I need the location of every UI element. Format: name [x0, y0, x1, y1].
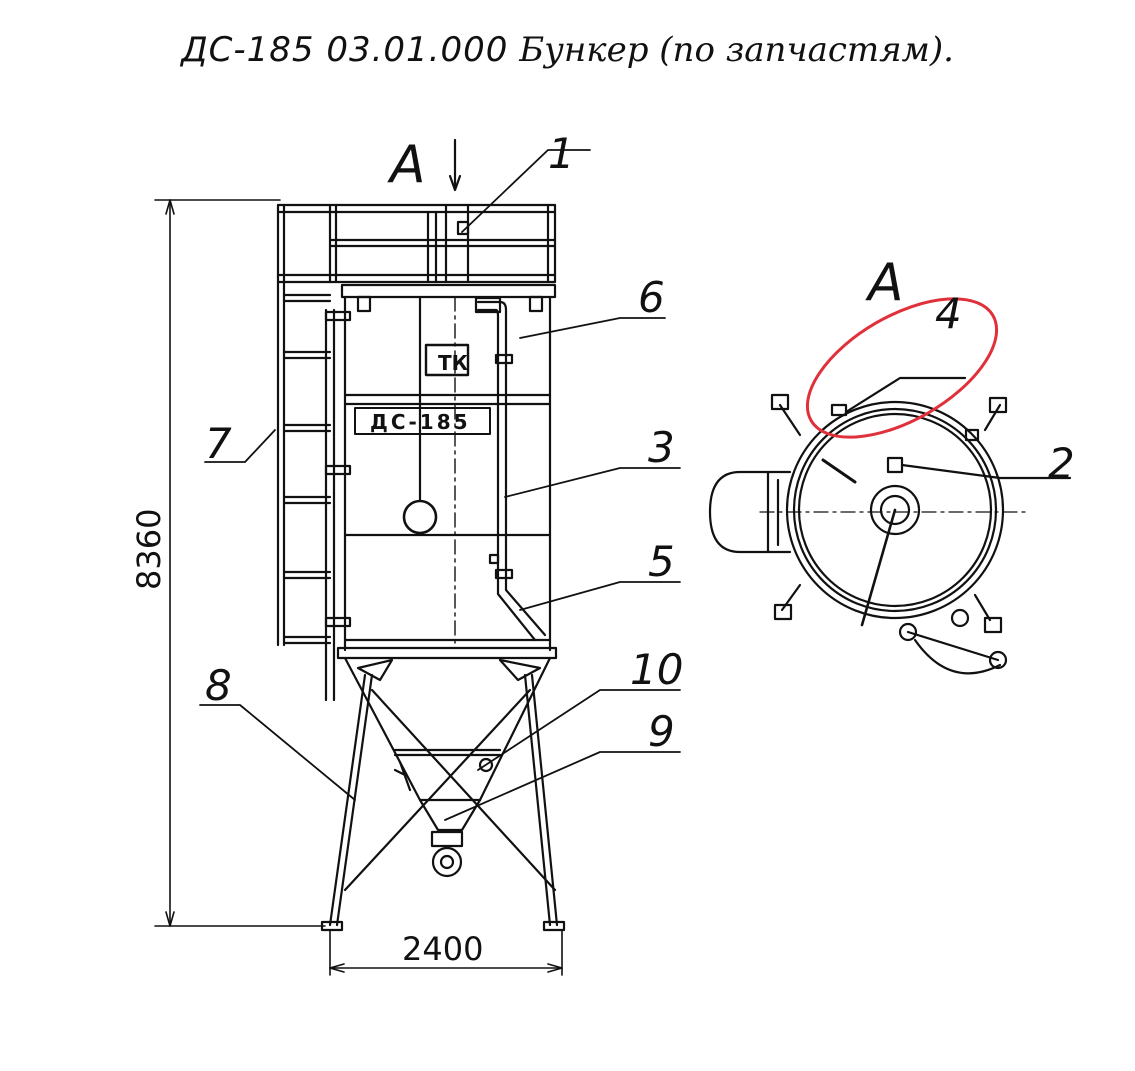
- view-marker-a: А: [387, 135, 426, 195]
- dimension-lines: [154, 199, 563, 976]
- callout-2: 2: [1048, 439, 1075, 488]
- ladder: [276, 203, 352, 702]
- view-marker-a-plan: А: [865, 253, 904, 313]
- callout-8: 8: [205, 661, 232, 710]
- plate-logo: ТК: [438, 351, 469, 375]
- callout-9: 9: [648, 707, 675, 756]
- callout-4: 4: [935, 289, 962, 338]
- cone-and-frame: [320, 656, 566, 932]
- highlight-ellipse: [805, 297, 999, 439]
- callout-6: 6: [638, 273, 665, 322]
- callout-5: 5: [648, 537, 675, 586]
- pipe: [474, 296, 547, 642]
- plan-view: [708, 376, 1072, 675]
- leader-lines: [199, 149, 681, 821]
- plate-model: ДС-185: [370, 410, 471, 434]
- callout-7: 7: [205, 419, 232, 468]
- hopper-body: [336, 283, 558, 660]
- dimension-width: 2400: [402, 930, 483, 968]
- dimension-height: 8360: [130, 509, 168, 590]
- callout-1: 1: [548, 129, 575, 178]
- callout-3: 3: [648, 423, 675, 472]
- level-indicator-ring: [402, 295, 438, 535]
- top-railing: [276, 203, 557, 284]
- drawing-name: Бункер (по запчастям).: [519, 30, 954, 70]
- name-plate: [354, 343, 491, 435]
- view-arrow: [448, 138, 462, 192]
- drawing-code: ДС-185 03.01.000: [181, 30, 509, 70]
- drawing-title: ДС-185 03.01.000 Бункер (по запчастям).: [0, 30, 1135, 70]
- callout-10: 10: [630, 645, 683, 694]
